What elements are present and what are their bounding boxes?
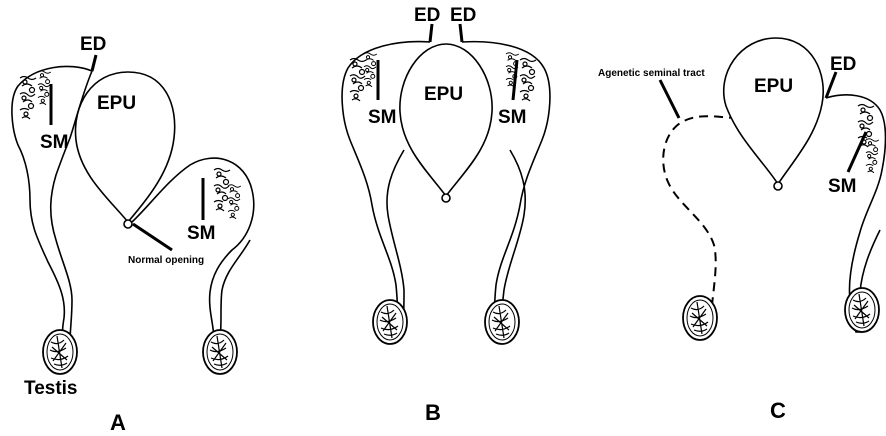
panel-c-epu-shape [724, 38, 824, 184]
panel-b-letter: B [425, 400, 441, 425]
panel-b: ED ED EPU SM SM B [342, 5, 550, 425]
panel-a-right-testis [203, 330, 237, 374]
panel-c-ed-label: ED [830, 54, 856, 75]
panel-c-sm-label: SM [828, 176, 857, 197]
panel-c-agenetic-leader [660, 80, 679, 118]
panel-b-left-testis [373, 300, 407, 344]
panel-a-letter: A [110, 410, 126, 435]
panel-a-epu-label: EPU [97, 93, 136, 114]
panel-a-sm-left-label: SM [40, 132, 69, 153]
panel-b-epu-shape [400, 44, 492, 196]
panel-c-letter: C [770, 398, 786, 423]
panel-b-ed-left-label: ED [414, 5, 440, 26]
panel-c-opening-circle [774, 182, 782, 190]
panel-b-ed-left-leader [430, 24, 432, 42]
panel-b-ed-right-label: ED [450, 5, 476, 26]
panel-a-opening-leader [133, 224, 172, 250]
panel-a-testis-label: Testis [24, 378, 78, 399]
panel-b-sm-right-label: SM [498, 107, 527, 128]
panel-a: ED EPU SM SM Normal opening Testis A [12, 34, 254, 435]
panel-a-sm-right-label: SM [187, 223, 216, 244]
panel-b-right-testis [485, 300, 519, 344]
panel-a-opening-circle [124, 220, 132, 228]
panel-c-right-testis [845, 288, 879, 332]
panel-c-ed-leader [826, 72, 836, 98]
panel-c-left-testis [683, 296, 717, 340]
panel-a-left-testis [43, 330, 77, 374]
panel-c: Agenetic seminal tract EPU ED SM C [598, 38, 886, 423]
panel-c-agenetic-label: Agenetic seminal tract [598, 68, 705, 79]
panel-a-ed-leader [92, 55, 96, 71]
panel-c-agenetic-tract [663, 116, 738, 305]
panel-b-opening-circle [442, 194, 450, 202]
panel-a-ed-label: ED [80, 34, 106, 55]
panel-b-epu-label: EPU [424, 84, 463, 105]
panel-b-ed-right-leader [460, 24, 462, 42]
panel-b-sm-left-label: SM [368, 107, 397, 128]
panel-a-opening-label: Normal opening [128, 255, 204, 266]
panel-c-epu-label: EPU [754, 76, 793, 97]
